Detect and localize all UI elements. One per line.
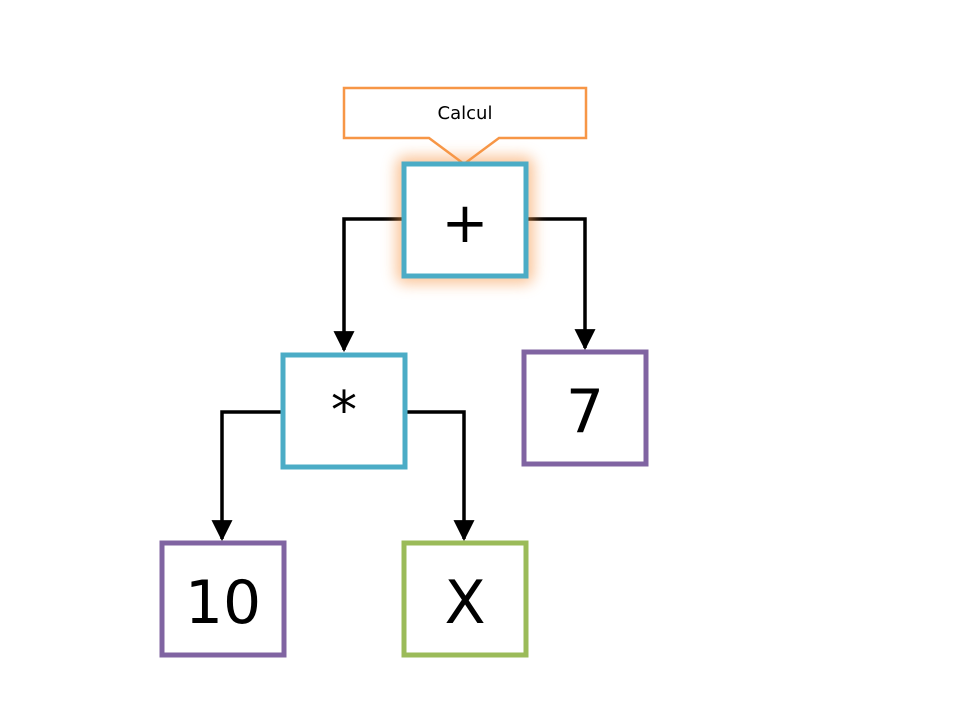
node-x: X [401, 540, 529, 658]
node-x-label: X [444, 568, 485, 638]
callout-label: Calcul [438, 103, 493, 124]
tree-edges [211, 217, 596, 542]
node-plus-label: + [442, 191, 489, 256]
edge-root-to-multiply [333, 217, 404, 353]
node-seven-label: 7 [566, 377, 604, 447]
edge-multiply-to-x [405, 410, 475, 542]
edge-multiply-to-ten [211, 410, 283, 542]
node-plus: + [396, 156, 534, 284]
node-x-box [401, 540, 529, 658]
node-seven-box [521, 349, 649, 467]
node-ten-box [159, 540, 287, 658]
node-ten: 10 [159, 540, 287, 658]
node-multiply-label: * [331, 381, 357, 441]
node-ten-label: 10 [185, 568, 261, 638]
calcul-callout: Calcul [342, 86, 588, 166]
node-multiply-box [280, 352, 408, 470]
callout-shape [342, 86, 588, 166]
edge-root-to-seven [526, 217, 596, 351]
node-seven: 7 [521, 349, 649, 467]
node-multiply: * [280, 352, 408, 470]
node-plus-box [401, 161, 529, 279]
